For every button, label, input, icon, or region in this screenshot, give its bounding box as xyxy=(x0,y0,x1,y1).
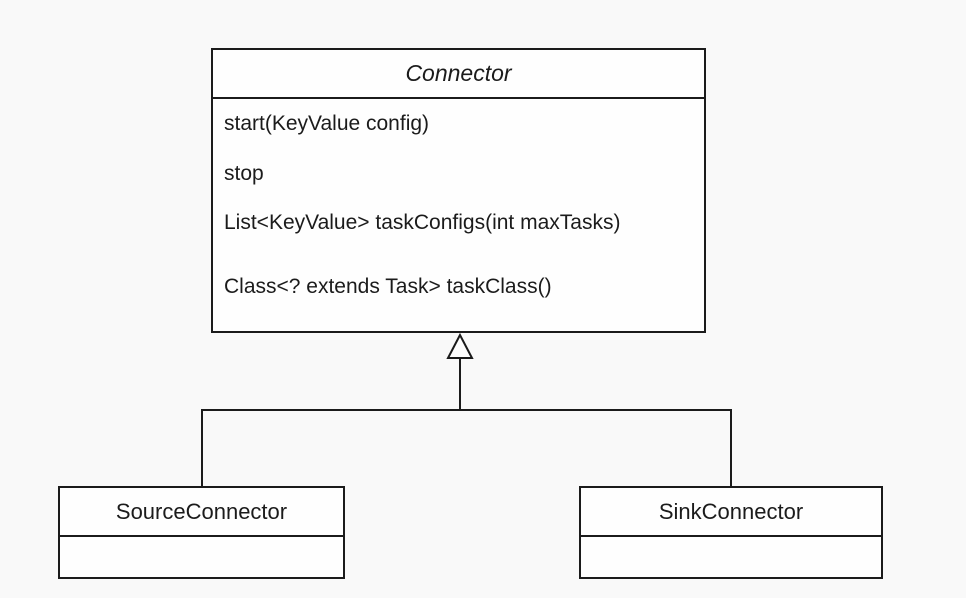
class-box-source-connector: SourceConnector xyxy=(58,486,345,579)
connector-method-taskclass: Class<? extends Task> taskClass() xyxy=(224,275,552,298)
class-box-sink-connector: SinkConnector xyxy=(579,486,883,579)
connector-method-stop: stop xyxy=(224,162,264,185)
inheritance-branch-line xyxy=(201,409,732,486)
class-box-connector: Connector start(KeyValue config) stop Li… xyxy=(211,48,706,333)
class-name-sink-connector: SinkConnector xyxy=(581,488,881,537)
connector-method-taskconfigs: List<KeyValue> taskConfigs(int maxTasks) xyxy=(224,211,621,234)
sink-connector-empty-compartment xyxy=(581,537,881,579)
source-connector-empty-compartment xyxy=(60,537,343,579)
class-name-connector: Connector xyxy=(213,50,704,99)
connector-method-start: start(KeyValue config) xyxy=(224,112,430,135)
class-name-source-connector: SourceConnector xyxy=(60,488,343,537)
inheritance-triangle-icon xyxy=(446,332,474,359)
